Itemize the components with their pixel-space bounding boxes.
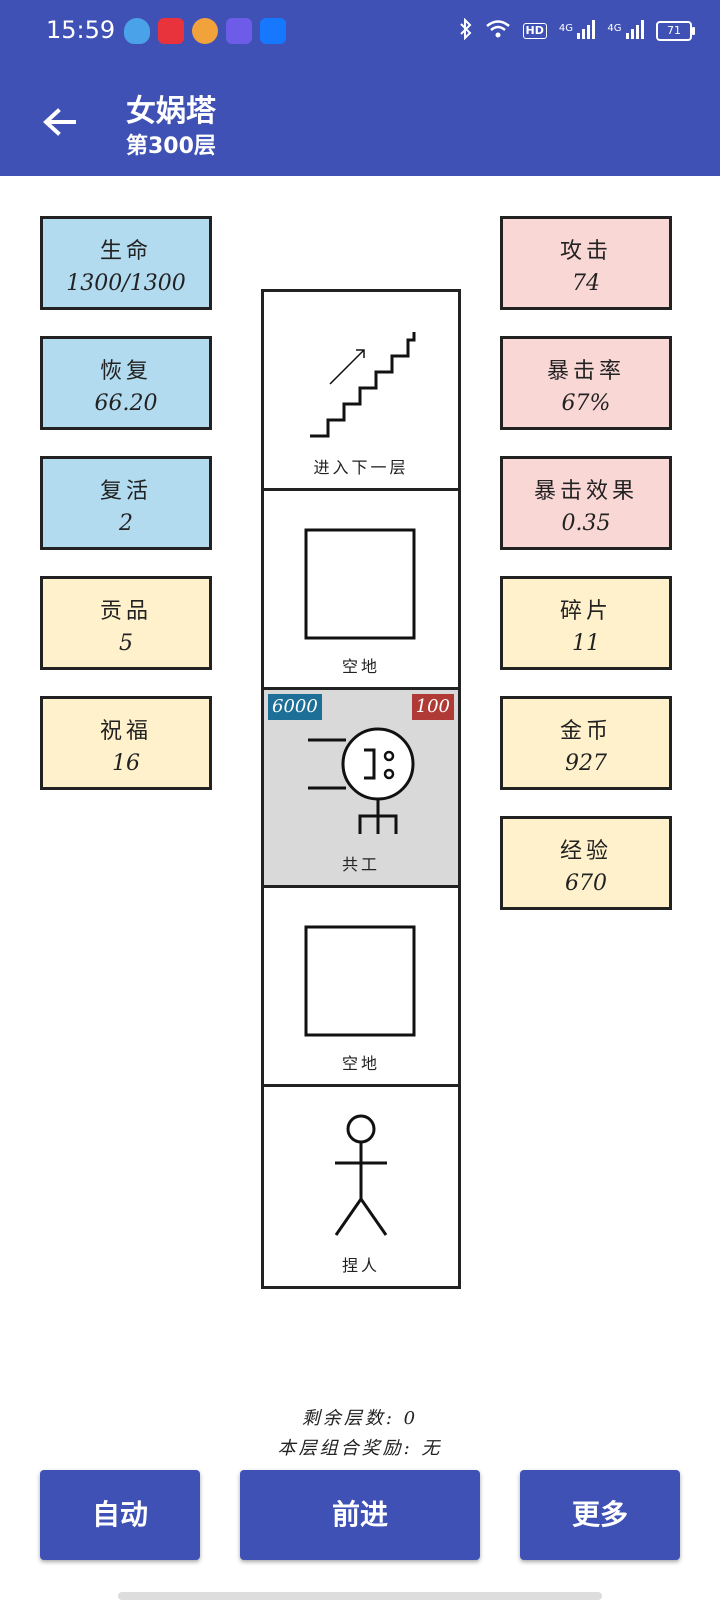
stat-value: 16 [112,751,140,776]
app-notification-icon [158,18,184,44]
stat-card-crit-rate: 暴击率 67% [500,336,672,430]
stat-card-gold: 金币 927 [500,696,672,790]
qq-icon [124,18,150,44]
stat-label: 暴击率 [546,359,625,384]
battery-icon: 71 [656,21,695,41]
stat-value: 2 [119,511,133,536]
stat-card-hp: 生命 1300/1300 [40,216,212,310]
enemy-icon [308,727,415,834]
stat-label: 生命 [99,239,152,264]
stat-card-blessing: 祝福 16 [40,696,212,790]
stat-card-exp: 经验 670 [500,816,672,910]
stat-label: 经验 [559,839,612,864]
page-title: 女娲塔 [126,94,216,129]
alipay-icon [260,18,286,44]
stat-card-attack: 攻击 74 [500,216,672,310]
status-time: 15:59 [46,16,116,44]
stat-value: 927 [565,751,607,776]
more-button[interactable]: 更多 [520,1470,680,1560]
stat-value: 74 [572,271,600,296]
cell-caption: 进入下一层 [313,457,409,477]
stat-label: 恢复 [99,359,152,384]
tower-cell-player[interactable]: 捏人 [264,1087,458,1286]
stat-value: 5 [119,631,133,656]
stat-value: 1300/1300 [66,271,186,296]
stat-value: 66.20 [94,391,158,416]
stat-label: 复活 [99,479,152,504]
tower-cell-enemy[interactable]: 6000 100 共工 [264,689,458,889]
cell-signal-icon: 4G [607,19,644,43]
stat-label: 碎片 [559,599,612,624]
network-type-label: 4G [607,23,622,34]
stat-label: 暴击效果 [533,479,638,504]
tower-cell-empty[interactable]: 空地 [264,888,458,1088]
tower-column: 进入下一层 空地 6000 100 共工 空地 [261,289,461,1289]
status-bar: 15:59 HD 4G 4G 71 [0,0,720,64]
stat-value: 0.35 [561,511,611,536]
stat-label: 贡品 [99,599,152,624]
stat-value: 67% [561,391,611,416]
cell-caption: 空地 [341,656,380,676]
stat-card-revive: 复活 2 [40,456,212,550]
stat-value: 11 [572,631,600,656]
cell-caption: 共工 [341,855,380,875]
navigation-handle[interactable] [118,1592,602,1600]
wifi-icon [485,19,511,43]
stairs-icon [310,332,416,438]
stat-card-offering: 贡品 5 [40,576,212,670]
tower-cell-empty[interactable]: 空地 [264,491,458,690]
stat-label: 攻击 [559,239,612,264]
stick-figure-icon [334,1114,388,1237]
stat-label: 祝福 [99,719,152,744]
arrow-left-icon [43,108,76,136]
floor-reward-text: 本层组合奖励: 无 [277,1438,443,1459]
stat-card-crit-effect: 暴击效果 0.35 [500,456,672,550]
bluetooth-icon [459,17,473,44]
weibo-icon [192,18,218,44]
auto-button[interactable]: 自动 [40,1470,200,1560]
stat-label: 金币 [559,719,612,744]
empty-square-icon [304,925,416,1037]
page-subtitle: 第300层 [126,134,216,159]
back-button[interactable] [38,100,82,144]
hd-tag: HD [522,23,547,39]
tower-cell-stairs[interactable]: 进入下一层 [264,292,458,491]
cell-signal-icon: 4G [559,19,596,43]
status-icons: HD 4G 4G 71 [459,16,695,46]
stat-card-fragments: 碎片 11 [500,576,672,670]
app-bar: 15:59 HD 4G 4G 71 [0,0,720,176]
network-type-label: 4G [558,23,573,34]
forward-button[interactable]: 前进 [240,1470,480,1560]
empty-square-icon [304,528,416,640]
app-notification-icon [226,18,252,44]
stat-value: 670 [565,871,607,896]
enemy-hp-badge: 6000 [268,693,322,720]
enemy-attack-badge: 100 [411,693,454,720]
stat-card-regen: 恢复 66.20 [40,336,212,430]
remaining-floors-text: 剩余层数: 0 [301,1408,419,1429]
cell-caption: 捏人 [341,1255,380,1275]
cell-caption: 空地 [341,1054,380,1074]
